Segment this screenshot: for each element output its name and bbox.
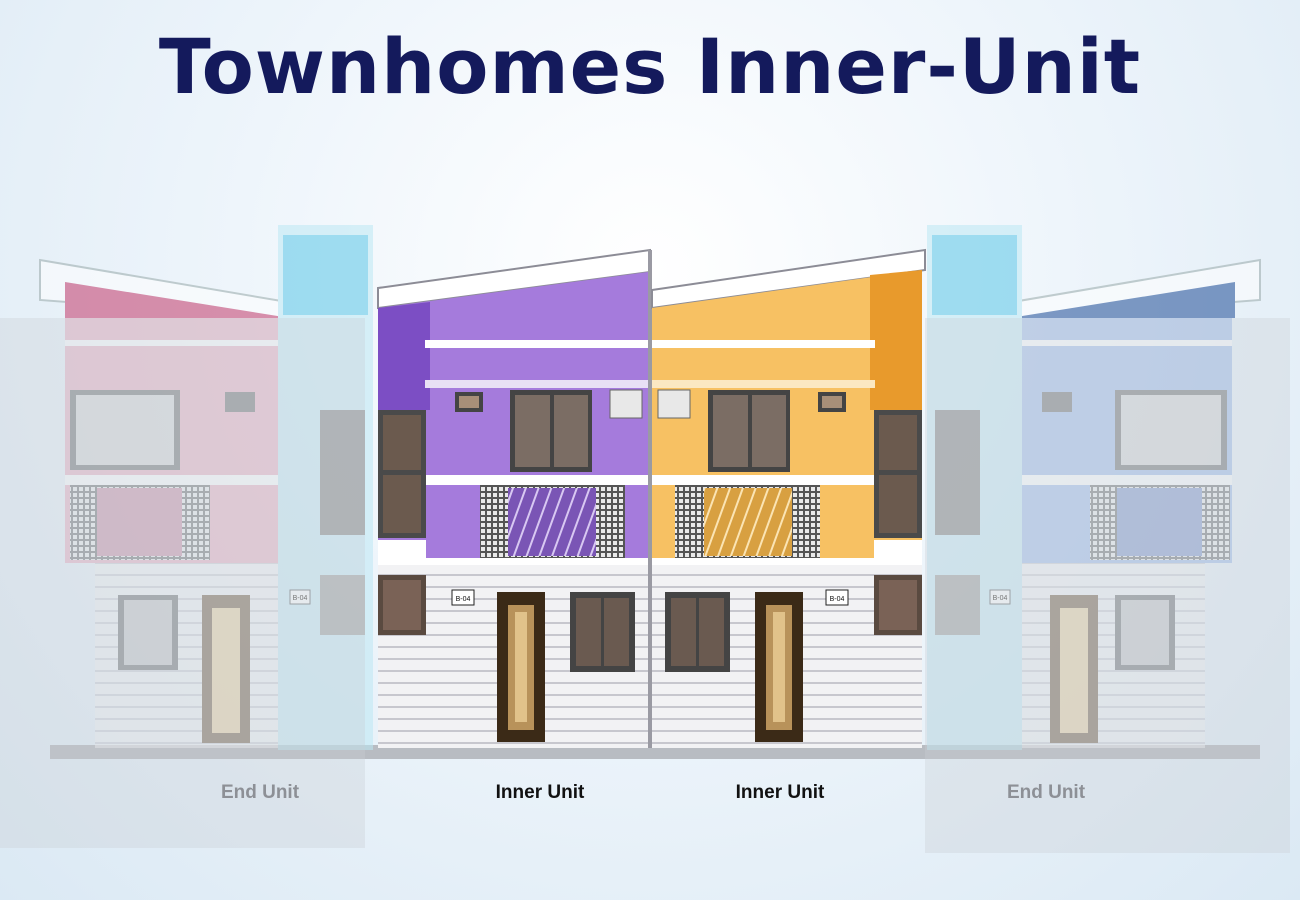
page-title: Townhomes Inner-Unit: [158, 22, 1142, 111]
inner-unit-left: [377, 248, 652, 748]
end-unit-left: [39, 225, 373, 750]
label-inner-unit-right: Inner Unit: [735, 782, 825, 803]
label-inner-unit-left: Inner Unit: [495, 782, 585, 803]
end-unit-left-veil: [0, 318, 365, 848]
end-unit-right-veil: [925, 318, 1290, 853]
end-unit-right: [927, 225, 1261, 750]
unit-plate-left: B-04: [456, 596, 471, 603]
label-end-unit-left: End Unit: [220, 782, 300, 803]
unit-plate-right: B-04: [830, 596, 845, 603]
unit-plate-end-right: B-04: [993, 595, 1008, 602]
inner-unit-right: [651, 248, 926, 748]
unit-plate-end-left: B-04: [293, 595, 308, 602]
label-end-unit-right: End Unit: [1006, 782, 1086, 803]
